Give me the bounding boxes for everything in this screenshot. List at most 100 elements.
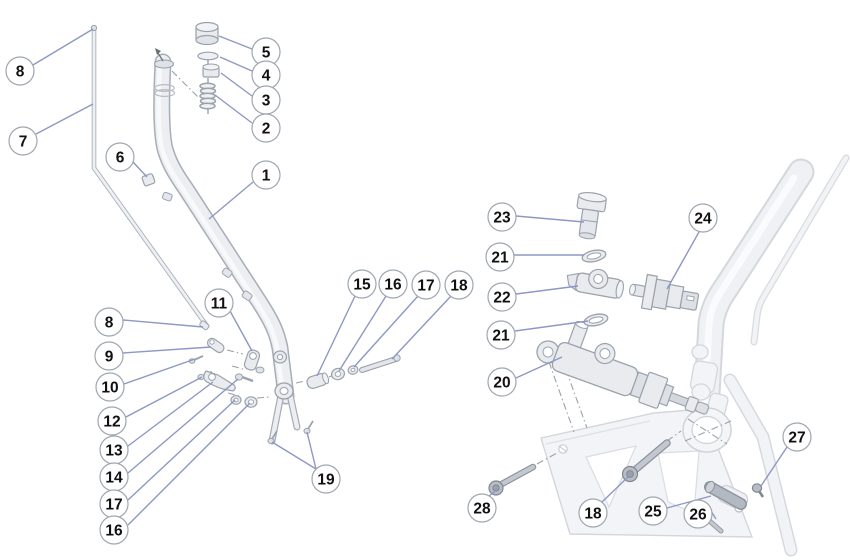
knob-nut xyxy=(202,63,220,78)
callout-3[interactable]: 3 xyxy=(251,85,281,115)
leader-line xyxy=(316,295,356,377)
callout-27[interactable]: 27 xyxy=(782,422,812,452)
callout-number: 13 xyxy=(105,443,123,460)
callout-circle[interactable] xyxy=(487,202,517,232)
callout-21[interactable]: 21 xyxy=(485,242,515,272)
callout-4[interactable]: 4 xyxy=(251,60,281,90)
callout-circle[interactable] xyxy=(105,142,135,172)
callout-circle[interactable] xyxy=(688,203,718,233)
callout-number: 9 xyxy=(105,349,114,366)
callout-26[interactable]: 26 xyxy=(683,499,713,529)
callout-12[interactable]: 12 xyxy=(97,406,127,436)
callout-circle[interactable] xyxy=(782,422,812,452)
callout-21[interactable]: 21 xyxy=(486,320,516,350)
callout-circle[interactable] xyxy=(486,320,516,350)
callout-number: 19 xyxy=(317,472,335,489)
callout-circle[interactable] xyxy=(487,282,517,312)
callout-circle[interactable] xyxy=(8,126,38,156)
knob-washer xyxy=(197,51,219,66)
callout-18[interactable]: 18 xyxy=(578,498,608,528)
callout-circle[interactable] xyxy=(94,341,124,371)
callout-circle[interactable] xyxy=(683,499,713,529)
callout-11[interactable]: 11 xyxy=(204,288,234,318)
callout-circle[interactable] xyxy=(311,464,341,494)
callout-number: 4 xyxy=(262,68,271,85)
callout-number: 18 xyxy=(584,506,602,523)
callout-circle[interactable] xyxy=(578,498,608,528)
callout-circle[interactable] xyxy=(411,270,441,300)
callout-number: 25 xyxy=(644,504,662,521)
callout-number: 14 xyxy=(105,470,123,487)
callout-23[interactable]: 23 xyxy=(487,202,517,232)
callout-16[interactable]: 16 xyxy=(99,515,129,545)
callout-circle[interactable] xyxy=(487,367,517,397)
lever-tab xyxy=(241,290,253,301)
callout-25[interactable]: 25 xyxy=(638,496,668,526)
callout-circle[interactable] xyxy=(5,56,35,86)
callout-circle[interactable] xyxy=(97,406,127,436)
callout-number: 10 xyxy=(101,380,118,397)
callout-number: 7 xyxy=(19,134,28,151)
callout-number: 17 xyxy=(417,278,434,295)
callout-number: 16 xyxy=(105,523,123,540)
callout-19[interactable]: 19 xyxy=(311,464,341,494)
callout-number: 21 xyxy=(492,328,510,345)
callout-number: 23 xyxy=(493,210,511,227)
sealing-washer-upper xyxy=(581,249,607,263)
lever-spring xyxy=(199,78,217,114)
callout-circle[interactable] xyxy=(378,269,408,299)
leader-line xyxy=(214,94,253,124)
callout-13[interactable]: 13 xyxy=(99,435,129,465)
callout-7[interactable]: 7 xyxy=(8,126,38,156)
callout-circle[interactable] xyxy=(94,307,124,337)
callout-16[interactable]: 16 xyxy=(378,269,408,299)
callout-28[interactable]: 28 xyxy=(467,493,497,523)
nut-27 xyxy=(751,483,765,498)
callout-9[interactable]: 9 xyxy=(94,341,124,371)
callout-17[interactable]: 17 xyxy=(99,489,129,519)
callout-17[interactable]: 17 xyxy=(411,270,441,300)
callout-number: 27 xyxy=(788,430,805,447)
push-rod xyxy=(668,391,690,408)
lever-knob xyxy=(195,21,219,46)
callout-number: 8 xyxy=(105,315,114,332)
leader-line xyxy=(127,402,251,526)
callout-22[interactable]: 22 xyxy=(487,282,517,312)
leader-line xyxy=(127,399,236,501)
callout-circle[interactable] xyxy=(204,288,234,318)
link-13 xyxy=(203,370,236,392)
callout-number: 21 xyxy=(491,250,509,267)
callout-circle[interactable] xyxy=(251,160,281,190)
leader-line xyxy=(338,295,387,372)
callout-1[interactable]: 1 xyxy=(251,160,281,190)
callout-18[interactable]: 18 xyxy=(444,270,474,300)
callout-15[interactable]: 15 xyxy=(347,269,377,299)
callout-8[interactable]: 8 xyxy=(5,56,35,86)
callout-2[interactable]: 2 xyxy=(251,113,281,143)
callout-6[interactable]: 6 xyxy=(105,142,135,172)
callout-circle[interactable] xyxy=(638,496,668,526)
callout-circle[interactable] xyxy=(99,515,129,545)
callout-circle[interactable] xyxy=(485,242,515,272)
callout-circle[interactable] xyxy=(467,493,497,523)
frame-tube xyxy=(691,154,850,442)
callout-24[interactable]: 24 xyxy=(688,203,718,233)
lever-tab xyxy=(161,191,173,202)
callout-circle[interactable] xyxy=(95,372,125,402)
leader-line xyxy=(601,476,629,503)
callout-8[interactable]: 8 xyxy=(94,307,124,337)
callout-10[interactable]: 10 xyxy=(95,372,125,402)
callout-number: 1 xyxy=(262,168,271,185)
callout-circle[interactable] xyxy=(251,113,281,143)
linkage-cluster xyxy=(188,337,265,408)
callout-circle[interactable] xyxy=(444,270,474,300)
callout-20[interactable]: 20 xyxy=(487,367,517,397)
leader-line xyxy=(219,56,253,72)
direction-arrow xyxy=(155,48,164,62)
leader-line xyxy=(122,346,212,354)
callout-5[interactable]: 5 xyxy=(251,37,281,67)
leader-line xyxy=(127,381,214,447)
lever-tab xyxy=(221,267,233,278)
callout-circle[interactable] xyxy=(347,269,377,299)
callout-14[interactable]: 14 xyxy=(99,462,129,492)
